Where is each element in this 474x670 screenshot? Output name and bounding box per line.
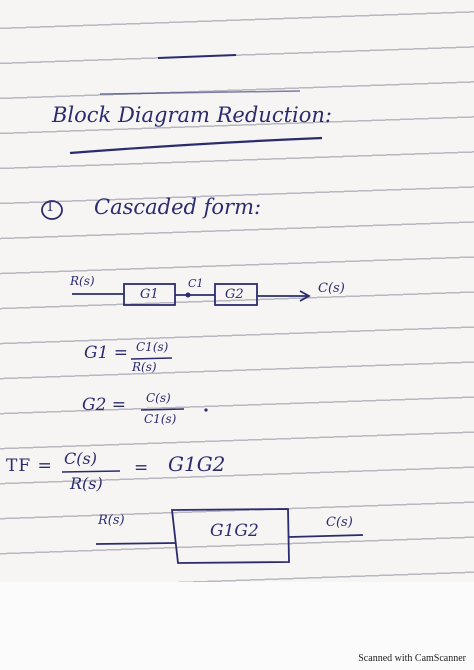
g2-numerator: C(s) [146,391,171,405]
diagram1-input-label: R(s) [70,274,95,288]
diagram1-output-arrowhead [299,290,311,302]
diagram1-output-label: C(s) [318,281,345,296]
tf-equals: = [134,458,149,478]
tf-numerator: C(s) [64,449,97,468]
diagram2-input-line [95,542,177,545]
g1-fraction-bar [130,357,173,360]
diagram2-output-label: C(s) [326,515,353,530]
diagram1-intermediate-label: C1 [188,277,204,290]
heading-underline [69,136,323,155]
diagram2-output-line [288,534,364,538]
diagram1-block2-box [214,283,258,306]
tf-denominator: R(s) [70,474,103,493]
section-number-circle [41,200,63,220]
diagram1-junction-dot [185,292,191,298]
g2-denominator: C1(s) [144,412,177,426]
section-title: Cascaded form: [94,195,262,219]
g2-equation-lhs: G2 = [82,395,127,415]
g1-equation-lhs: G1 = [84,343,129,363]
diagram1-block2-label: G2 [225,287,244,302]
page-title: Block Diagram Reduction: [52,103,332,127]
diagram2-input-label: R(s) [98,513,125,528]
tf-fraction-bar [61,470,121,473]
g1-denominator: R(s) [132,360,157,374]
heading-overline [99,90,301,95]
g2-trailing-dot [204,408,208,412]
tf-equation-lhs: TF = [6,456,53,476]
section-number: 1 [46,200,55,215]
g2-fraction-bar [140,408,185,411]
g1-numerator: C1(s) [136,340,169,354]
scanner-watermark: Scanned with CamScanner [358,653,466,664]
diagram1-block1-label: G1 [140,287,159,302]
blank-paper-area [0,582,474,670]
top-stroke [157,54,237,59]
tf-result: G1G2 [168,452,226,476]
diagram2-block-box [170,508,290,564]
diagram2-block-label: G1G2 [210,521,259,541]
